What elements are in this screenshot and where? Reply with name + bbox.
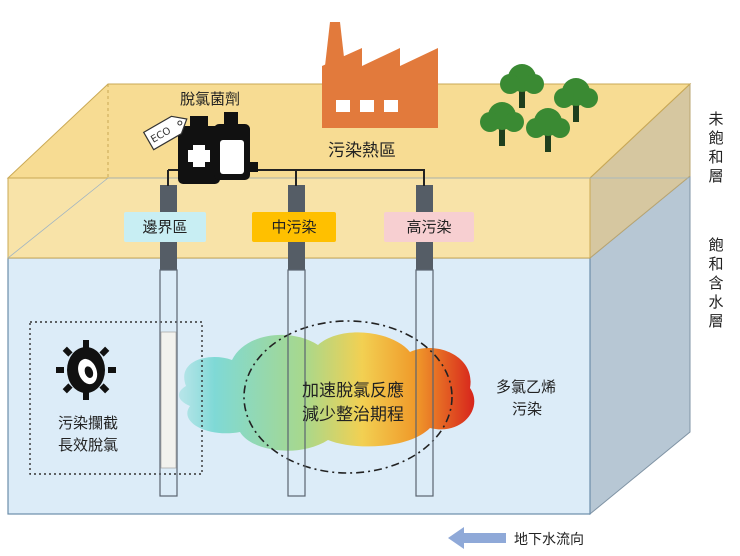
high-tag: 高污染 xyxy=(384,212,474,242)
center-label-line1: 加速脫氯反應 xyxy=(302,381,404,401)
center-label-line2: 減少整治期程 xyxy=(302,405,404,425)
bacteria-icon xyxy=(56,340,116,400)
pce-label-line1: 多氯乙烯 xyxy=(496,378,557,396)
bacteria-agent-label: 脫氯菌劑 xyxy=(180,90,241,108)
bottle-icon xyxy=(178,112,258,184)
contamination-plume xyxy=(178,332,475,451)
flow-arrow-icon xyxy=(448,527,506,549)
tree-icon xyxy=(480,64,598,152)
injection-pipe xyxy=(258,169,425,186)
boundary-tag: 邊界區 xyxy=(124,212,206,242)
barrier-label-line1: 污染攔截 xyxy=(58,414,119,432)
eco-tag-icon: ECO xyxy=(142,115,188,151)
barrier-cartridge xyxy=(160,331,177,469)
treatment-zone-ellipse xyxy=(243,320,453,474)
barrier-label-line2: 長效脫氯 xyxy=(58,436,119,454)
pce-label-line2: 污染 xyxy=(512,400,543,418)
flow-label: 地下水流向 xyxy=(514,532,584,548)
hotspot-label: 污染熱區 xyxy=(328,141,396,161)
barrier-box xyxy=(29,321,203,475)
saturated-zone-label: 飽和含水層 xyxy=(708,236,724,330)
medium-tag: 中污染 xyxy=(252,212,336,242)
factory-icon xyxy=(322,22,438,128)
unsaturated-zone-label: 未飽和層 xyxy=(708,110,724,185)
